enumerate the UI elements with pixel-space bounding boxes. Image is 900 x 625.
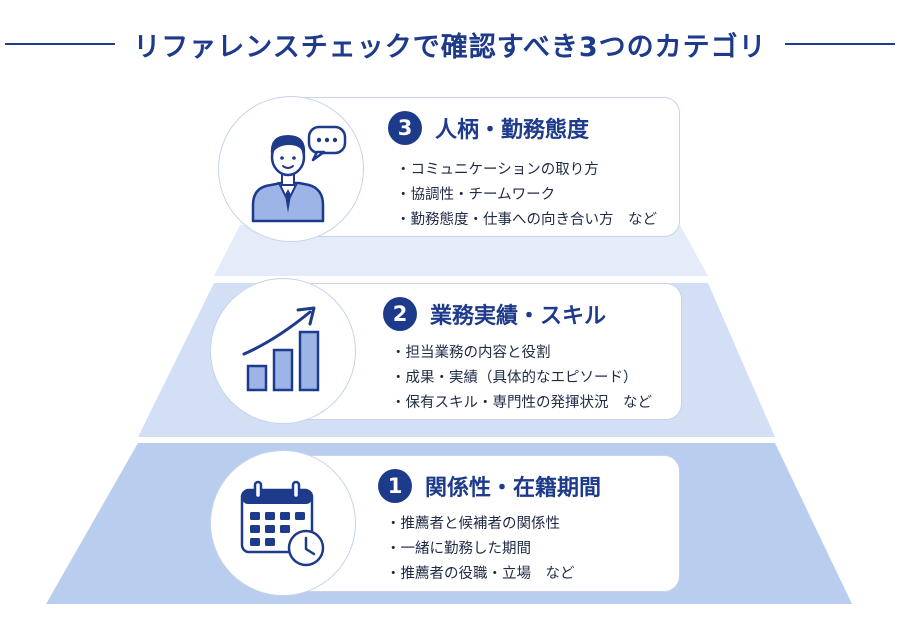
category-items-3: コミュニケーションの取り方 協調性・チームワーク 勤務態度・仕事への向き合い方 …: [396, 158, 658, 233]
category-heading-1: 1 関係性・在籍期間: [378, 469, 601, 503]
list-item: 推薦者と候補者の関係性: [386, 512, 575, 537]
category-heading-3: 3 人柄・勤務態度: [388, 111, 589, 145]
category-items-2: 担当業務の内容と役割 成果・実績（具体的なエピソード） 保有スキル・専門性の発揮…: [391, 341, 653, 416]
bar-chart-growth-icon: [242, 306, 320, 392]
category-number-badge: 1: [378, 469, 412, 503]
list-item: 勤務態度・仕事への向き合い方 など: [396, 208, 658, 233]
category-icon-circle-3: [218, 96, 364, 242]
page-title: リファレンスチェックで確認すべき3つのカテゴリ: [133, 31, 767, 63]
header: リファレンスチェックで確認すべき3つのカテゴリ: [0, 18, 900, 70]
list-item: 一緒に勤務した期間: [386, 537, 575, 562]
category-icon-circle-2: [210, 278, 356, 424]
category-title: 人柄・勤務態度: [435, 118, 590, 143]
category-items-1: 推薦者と候補者の関係性 一緒に勤務した期間 推薦者の役職・立場 など: [386, 512, 575, 587]
list-item: コミュニケーションの取り方: [396, 158, 657, 183]
category-title: 関係性・在籍期間: [425, 476, 602, 501]
list-item: 保有スキル・専門性の発揮状況 など: [391, 391, 653, 416]
category-title: 業務実績・スキル: [430, 304, 607, 329]
pyramid-tier-top: [214, 225, 708, 276]
category-number-badge: 3: [388, 111, 422, 145]
list-item: 推薦者の役職・立場 など: [386, 562, 575, 587]
category-number-badge: 2: [383, 297, 417, 331]
category-icon-circle-1: [210, 450, 356, 596]
list-item: 協調性・チームワーク: [396, 183, 657, 208]
calendar-clock-icon: [240, 480, 325, 567]
title-line-left: [5, 43, 116, 45]
category-heading-2: 2 業務実績・スキル: [383, 297, 606, 331]
businessman-speech-bubble-icon: [251, 125, 347, 223]
title-line-right: [784, 43, 895, 45]
list-item: 担当業務の内容と役割: [391, 341, 652, 366]
list-item: 成果・実績（具体的なエピソード）: [391, 366, 652, 391]
